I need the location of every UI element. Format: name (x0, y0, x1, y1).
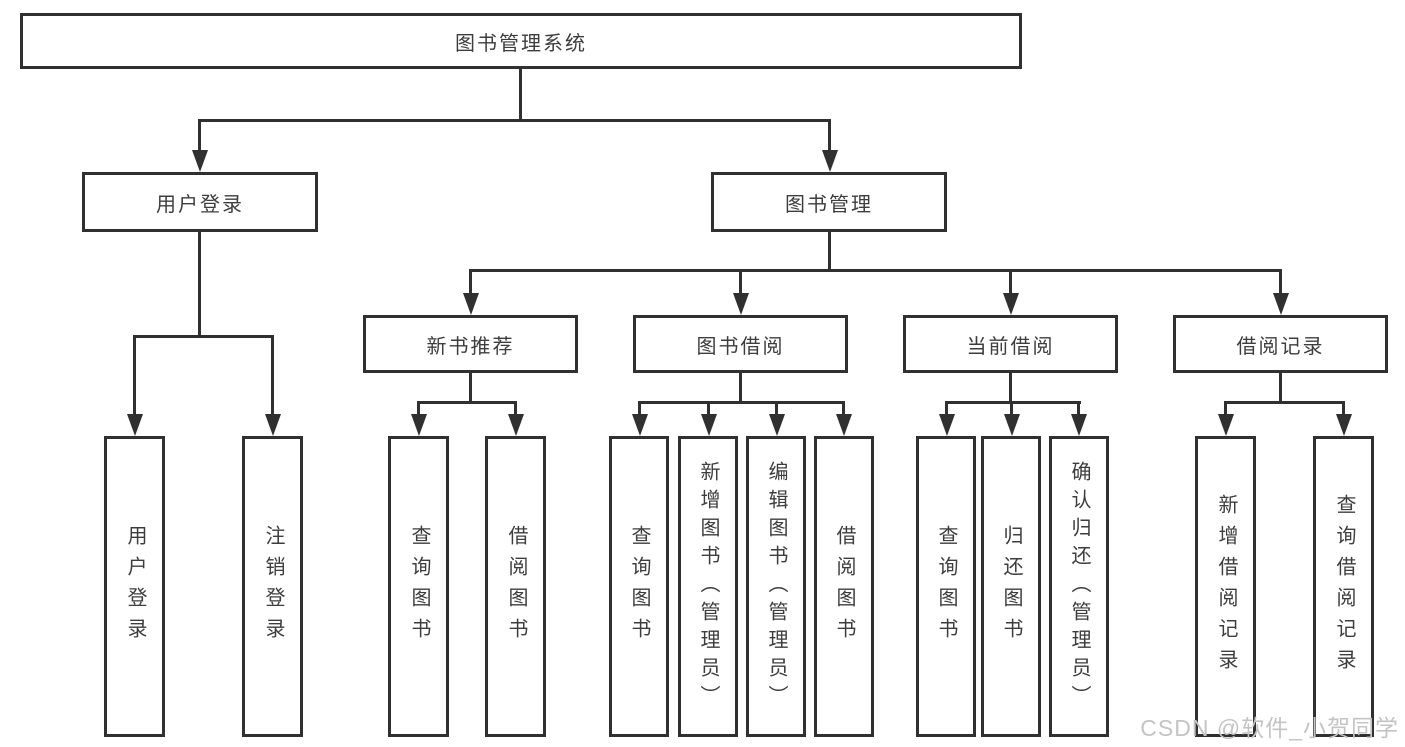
node-user-login-label: 用户登录 (156, 193, 244, 216)
connector-arrow-bb-borrow-books (842, 401, 845, 414)
node-borrow-records: 借阅记录 (1173, 315, 1388, 373)
leaf-rec-borrow-books-label: 借阅图书 (505, 524, 527, 649)
connector-arrow-login (133, 335, 136, 414)
leaf-rec-query-books-label: 查询图书 (408, 524, 430, 649)
connector-arrow-br-query-record (1342, 401, 1345, 414)
connector-arrow-br-add-record (1224, 401, 1227, 414)
leaf-br-query-record-label: 查询借阅记录 (1333, 493, 1355, 680)
leaf-logout: 注销登录 (242, 436, 303, 737)
connector-arrow-cb-return-books (1010, 401, 1013, 414)
connector-arrow-new-book-recommend (469, 269, 472, 293)
node-book-management-label: 图书管理 (785, 193, 873, 216)
connector-arrow-borrow-records (1279, 269, 1282, 293)
connector-current-borrow-bar (945, 401, 1081, 404)
node-new-book-recommend-label: 新书推荐 (426, 335, 515, 358)
node-current-borrow: 当前借阅 (903, 315, 1118, 373)
leaf-bb-add-books-admin-label: 新增图书（管理员） (697, 460, 719, 713)
connector-new-book-recommend-stub (469, 373, 472, 404)
watermark-text: CSDN @软件_小贺同学 (1140, 715, 1399, 741)
leaf-bb-borrow-books: 借阅图书 (814, 436, 874, 737)
leaf-br-add-record: 新增借阅记录 (1195, 436, 1256, 737)
leaf-cb-query-books-label: 查询图书 (935, 524, 957, 649)
connector-borrow-records-bar (1224, 401, 1345, 404)
node-user-login: 用户登录 (82, 172, 318, 232)
connector-arrow-book-borrow (739, 269, 742, 293)
connector-user-login-stub (198, 232, 201, 338)
leaf-cb-return-books-label: 归还图书 (1000, 524, 1022, 649)
connector-arrow-cb-query-books (945, 401, 948, 414)
leaf-rec-borrow-books: 借阅图书 (485, 436, 546, 737)
connector-level3-bar (469, 269, 1282, 272)
connector-current-borrow-stub (1009, 373, 1012, 404)
leaf-user-login-label: 用户登录 (124, 524, 146, 649)
connector-book-borrow-stub (739, 373, 742, 404)
leaf-bb-edit-books-admin-label: 编辑图书（管理员） (765, 460, 787, 713)
leaf-cb-confirm-return-admin-label: 确认归还（管理员） (1068, 460, 1090, 713)
connector-new-book-recommend-bar (417, 401, 517, 404)
node-root-label: 图书管理系统 (455, 32, 587, 55)
connector-arrow-user-login (198, 119, 201, 150)
connector-arrow-bb-query-books (638, 401, 641, 414)
node-root: 图书管理系统 (20, 13, 1022, 69)
leaf-bb-query-books: 查询图书 (609, 436, 669, 737)
leaf-logout-label: 注销登录 (262, 524, 284, 649)
leaf-br-add-record-label: 新增借阅记录 (1215, 493, 1237, 680)
node-new-book-recommend: 新书推荐 (363, 315, 578, 373)
leaf-bb-add-books-admin: 新增图书（管理员） (678, 436, 738, 737)
connector-borrow-records-stub (1279, 373, 1282, 404)
node-book-borrow: 图书借阅 (633, 315, 848, 373)
connector-book-management-stub (828, 232, 831, 271)
connector-book-borrow-bar (638, 401, 845, 404)
leaf-bb-borrow-books-label: 借阅图书 (833, 524, 855, 649)
leaf-bb-edit-books-admin: 编辑图书（管理员） (746, 436, 806, 737)
connector-root-stub (519, 69, 522, 122)
connector-arrow-logout (271, 335, 274, 414)
connector-arrow-book-management (828, 119, 831, 150)
node-book-management: 图书管理 (711, 172, 947, 232)
leaf-cb-return-books: 归还图书 (981, 436, 1041, 737)
leaf-cb-confirm-return-admin: 确认归还（管理员） (1049, 436, 1109, 737)
connector-user-login-bar (133, 335, 274, 338)
connector-arrow-current-borrow (1009, 269, 1012, 293)
node-current-borrow-label: 当前借阅 (966, 335, 1055, 358)
leaf-rec-query-books: 查询图书 (388, 436, 449, 737)
connector-arrow-cb-confirm-return (1077, 401, 1080, 414)
node-book-borrow-label: 图书借阅 (696, 335, 785, 358)
connector-arrow-rec-query-books (417, 401, 420, 414)
connector-level2-bar (198, 119, 830, 122)
leaf-cb-query-books: 查询图书 (916, 436, 976, 737)
leaf-user-login: 用户登录 (104, 436, 165, 737)
node-borrow-records-label: 借阅记录 (1236, 335, 1325, 358)
leaf-br-query-record: 查询借阅记录 (1313, 436, 1374, 737)
connector-arrow-bb-add-books (707, 401, 710, 414)
connector-arrow-bb-edit-books (775, 401, 778, 414)
leaf-bb-query-books-label: 查询图书 (628, 524, 650, 649)
connector-arrow-rec-borrow-books (514, 401, 517, 414)
